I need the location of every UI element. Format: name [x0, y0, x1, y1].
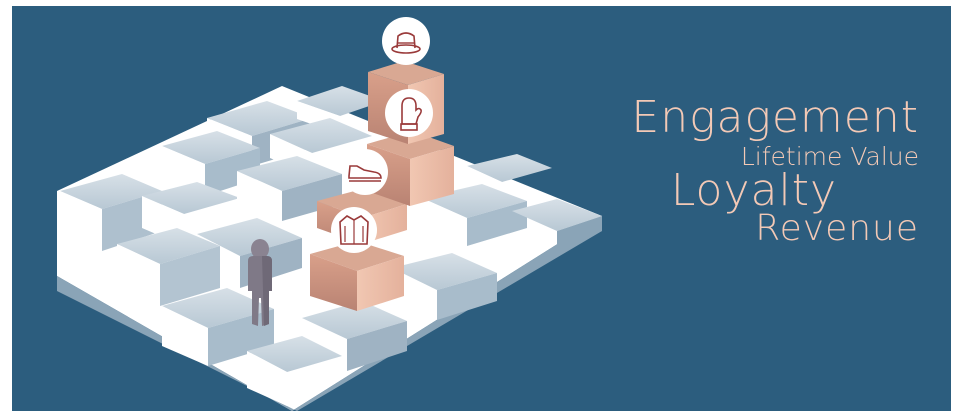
person-figure — [248, 239, 272, 326]
headline-engagement: Engagement — [631, 92, 919, 143]
mitten-icon — [385, 89, 433, 137]
headline-revenue: Revenue — [755, 208, 919, 249]
headline: Engagement Lifetime Value Loyalty Revenu… — [559, 96, 919, 247]
shoe-icon — [342, 149, 388, 195]
hero-banner: Engagement Lifetime Value Loyalty Revenu… — [12, 6, 951, 411]
jacket-icon — [331, 207, 377, 253]
hat-icon — [382, 17, 430, 65]
headline-lifetime-value: Lifetime Value — [740, 142, 919, 171]
staircase-illustration — [57, 17, 602, 411]
stair-steps — [60, 86, 602, 406]
headline-loyalty: Loyalty — [670, 165, 837, 216]
